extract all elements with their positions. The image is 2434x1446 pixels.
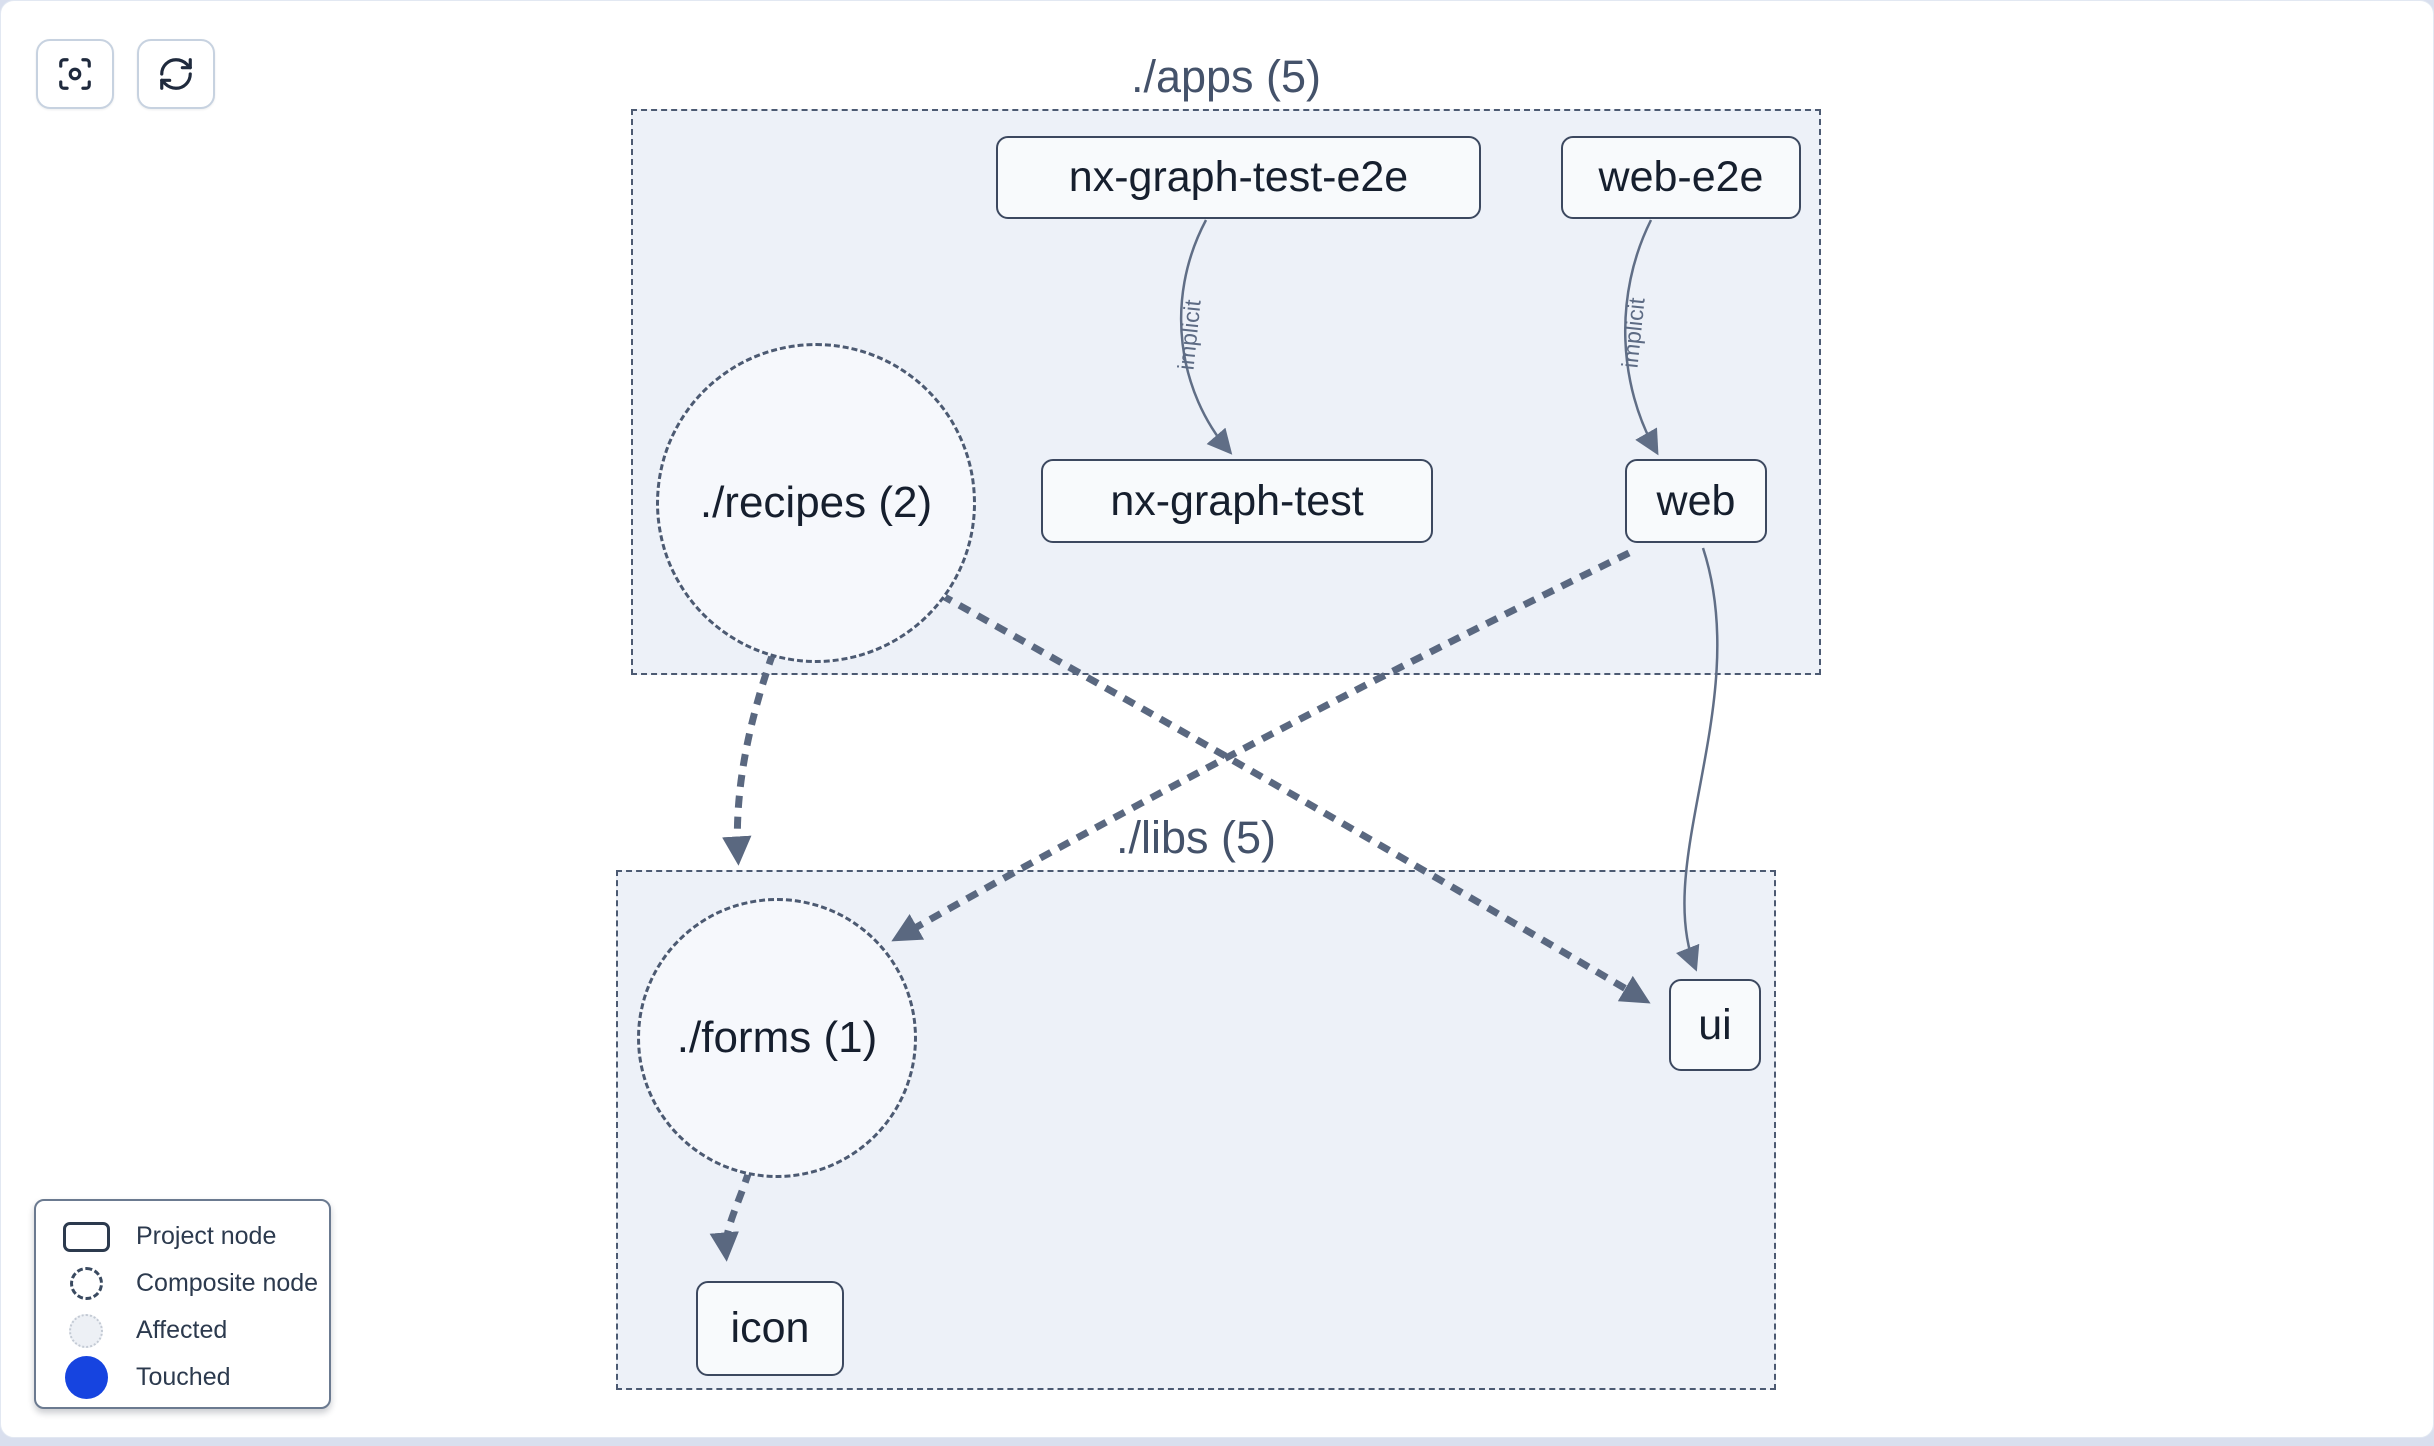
edge-nx-graph-test-e2e-to-nx-graph-test	[1179, 219, 1233, 455]
legend-row-affected: Affected	[36, 1307, 329, 1354]
edge-label-implicit-1: implicit	[1172, 298, 1205, 371]
project-node-web[interactable]: web	[1625, 459, 1767, 543]
group-label-libs: ./libs (5)	[1115, 812, 1277, 863]
composite-node-recipes[interactable]: ./recipes (2)	[656, 343, 976, 663]
composite-node-legend-icon	[69, 1267, 103, 1300]
project-node-legend-icon	[62, 1221, 110, 1252]
focus-crosshair-icon	[59, 58, 91, 90]
edge-web-to-forms	[891, 549, 1631, 942]
project-node-ui[interactable]: ui	[1669, 979, 1761, 1071]
legend-label: Composite node	[136, 1269, 319, 1297]
legend-row-composite-node: Composite node	[36, 1260, 329, 1307]
edge-web-to-ui	[1676, 547, 1719, 972]
legend: Project node Composite node Affected Tou…	[34, 1199, 331, 1409]
edge-web-e2e-to-web	[1624, 219, 1659, 456]
legend-label: Affected	[136, 1316, 228, 1344]
edge-recipes-to-forms	[722, 651, 777, 866]
project-node-icon[interactable]: icon	[696, 1281, 844, 1376]
edge-recipes-to-ui	[939, 591, 1651, 1004]
legend-row-touched: Touched	[36, 1354, 329, 1401]
legend-row-project-node: Project node	[36, 1213, 329, 1260]
legend-label: Touched	[136, 1363, 231, 1391]
refresh-button[interactable]	[137, 39, 215, 109]
edge-forms-to-icon	[709, 1169, 753, 1262]
refresh-cycle-icon	[160, 58, 192, 90]
affected-legend-icon	[69, 1313, 103, 1348]
edge-label-implicit-2: implicit	[1616, 296, 1649, 369]
project-node-nx-graph-test[interactable]: nx-graph-test	[1041, 459, 1433, 543]
group-label-apps: ./apps (5)	[1130, 51, 1322, 102]
project-node-web-e2e[interactable]: web-e2e	[1561, 136, 1801, 219]
project-node-nx-graph-test-e2e[interactable]: nx-graph-test-e2e	[996, 136, 1481, 219]
legend-label: Project node	[136, 1222, 277, 1250]
focus-button[interactable]	[36, 39, 114, 109]
touched-legend-icon	[64, 1356, 108, 1399]
composite-node-forms[interactable]: ./forms (1)	[637, 898, 917, 1178]
